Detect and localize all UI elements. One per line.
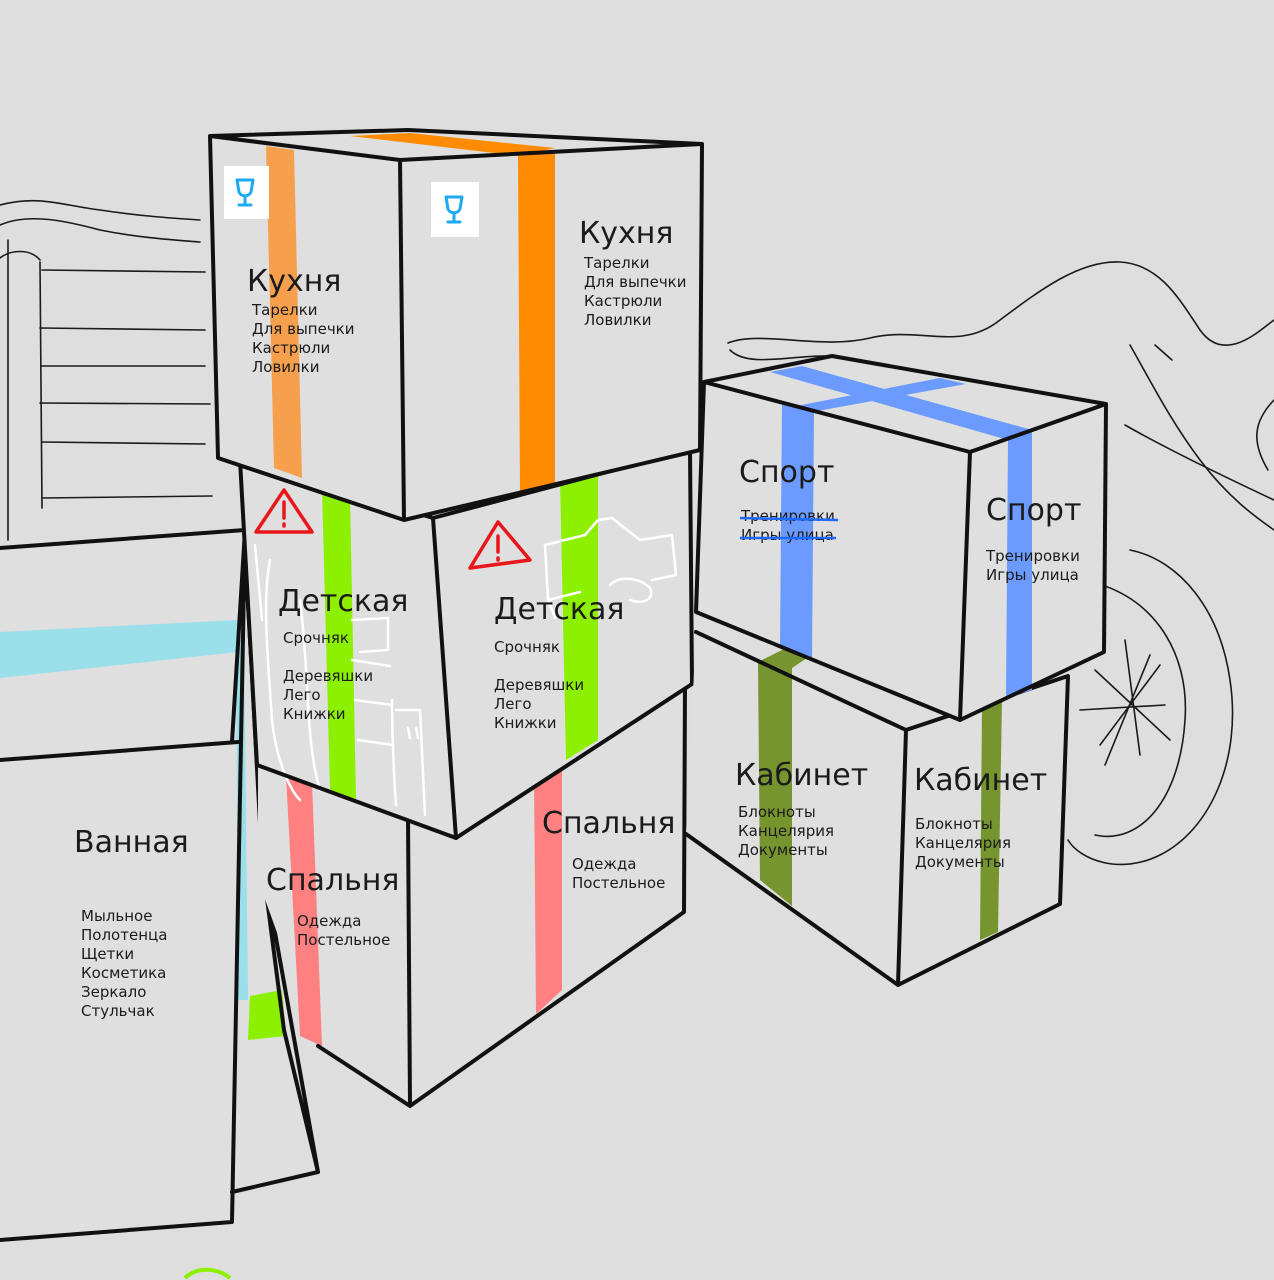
box-bedroom-left-item: Постельное: [297, 931, 390, 949]
box-office-right-item: Блокноты: [915, 815, 993, 833]
box-sport-edges: [694, 354, 1108, 722]
box-kitchen-right-title: Кухня: [579, 216, 673, 251]
tape-office-right: [980, 700, 1002, 940]
child-drawing-left: [253, 543, 427, 817]
box-kitchen-right-item: Тарелки: [583, 254, 650, 272]
warning-triangle-icon: [468, 520, 532, 570]
box-kitchen-left-item: Кастрюли: [252, 339, 330, 357]
tape-sport-right: [1006, 430, 1032, 698]
tape-kids-left: [322, 488, 356, 800]
child-drawing-right: [543, 516, 678, 620]
tape-bedroom-right: [534, 760, 562, 1014]
tape-kitchen-left: [266, 146, 302, 478]
box-kitchen-left-title: Кухня: [247, 264, 341, 299]
tape-bedroom-left: [286, 776, 322, 1046]
box-kids: Детская Срочняк Деревяшки Лего Книжки Де…: [238, 448, 694, 840]
box-sport-right-item: Тренировки: [985, 547, 1080, 565]
box-sport-right-title: Спорт: [986, 493, 1081, 528]
box-bedroom-left-title: Спальня: [266, 863, 399, 898]
box-kids-left-item: Лего: [283, 686, 321, 704]
tape-sport-top-a: [770, 366, 1032, 440]
box-sport-left-title: Спорт: [739, 455, 834, 490]
background-sketch-right: [727, 261, 1274, 866]
box-kids-left-item: Деревяшки: [283, 667, 373, 685]
box-bedroom-right-item: Постельное: [572, 874, 665, 892]
box-kitchen: Кухня Тарелки Для выпечки Кастрюли Ловил…: [208, 128, 704, 522]
box-kids-right-item: Лего: [494, 695, 532, 713]
tape-bath: [0, 620, 238, 678]
tape-kitchen-right: [518, 150, 555, 492]
box-kitchen-right-item: Для выпечки: [584, 273, 687, 291]
box-bath-item: Зеркало: [81, 983, 146, 1001]
box-office-edges: [684, 630, 1070, 987]
box-office-right-title: Кабинет: [914, 763, 1047, 798]
tape-office-left: [758, 646, 810, 906]
tape-bath-green-patch: [248, 990, 286, 1040]
warning-triangle-icon: [254, 488, 314, 534]
box-kids-right-item: Деревяшки: [494, 676, 584, 694]
box-bath-item: Щетки: [81, 945, 134, 963]
box-kitchen-left-face: [210, 136, 404, 520]
underline-scribble: [739, 516, 839, 540]
box-bath-edges: [0, 528, 320, 1242]
box-bedroom-left-item: Одежда: [297, 912, 361, 930]
box-kids-right-title: Детская: [494, 592, 624, 627]
box-kids-left-item: Срочняк: [283, 629, 349, 647]
box-kitchen-right-item: Ловилки: [584, 311, 651, 329]
box-bath-item: Косметика: [81, 964, 166, 982]
box-kitchen-left-item: Ловилки: [252, 358, 319, 376]
tape-sport-left: [780, 404, 814, 660]
tape-kids-right: [560, 470, 598, 760]
box-sport-right-item: Игры улица: [986, 566, 1079, 584]
box-office-left-title: Кабинет: [735, 758, 868, 793]
box-bedroom-right-item: Одежда: [572, 855, 636, 873]
box-kids-right-item: Срочняк: [494, 638, 560, 656]
box-sport-left-face: [696, 382, 970, 720]
box-bath: Ванная Мыльное Полотенца Щетки Косметика…: [0, 528, 320, 1280]
box-kitchen-right-item: Кастрюли: [584, 292, 662, 310]
box-bedroom-right-title: Спальня: [542, 806, 675, 841]
box-kids-left-title: Детская: [278, 584, 408, 619]
box-office-left-item: Документы: [738, 841, 828, 859]
box-kitchen-left-item: Для выпечки: [252, 320, 355, 338]
box-sport-right-face: [960, 404, 1106, 720]
box-sport-left-item: Тренировки: [740, 507, 835, 525]
green-scribble: [183, 1267, 232, 1280]
box-office-right-item: Канцелярия: [915, 834, 1011, 852]
box-bath-title: Ванная: [74, 825, 189, 860]
background-sketch-left: [0, 199, 213, 541]
tape-sport-top-b: [786, 378, 966, 412]
box-office-left-item: Блокноты: [738, 803, 816, 821]
box-sport-left-item: Игры улица: [741, 526, 834, 544]
wineglass-icon: [224, 166, 269, 219]
box-kids-left-item: Книжки: [283, 705, 346, 723]
box-office-left-item: Канцелярия: [738, 822, 834, 840]
box-bath-item: Стульчак: [81, 1002, 155, 1020]
box-bath-item: Полотенца: [81, 926, 167, 944]
box-office: Кабинет Блокноты Канцелярия Документы Ка…: [684, 630, 1070, 987]
box-kitchen-left-item: Тарелки: [251, 301, 318, 319]
box-office-left-face: [686, 632, 906, 985]
box-sport: Спорт Тренировки Игры улица Спорт Тренир…: [694, 354, 1108, 722]
box-office-right-item: Документы: [915, 853, 1005, 871]
wineglass-icon: [431, 182, 479, 237]
box-bath-front-face: [0, 742, 238, 1240]
box-kids-right-item: Книжки: [494, 714, 557, 732]
tape-kitchen-top: [350, 133, 555, 156]
box-bath-item: Мыльное: [81, 907, 152, 925]
